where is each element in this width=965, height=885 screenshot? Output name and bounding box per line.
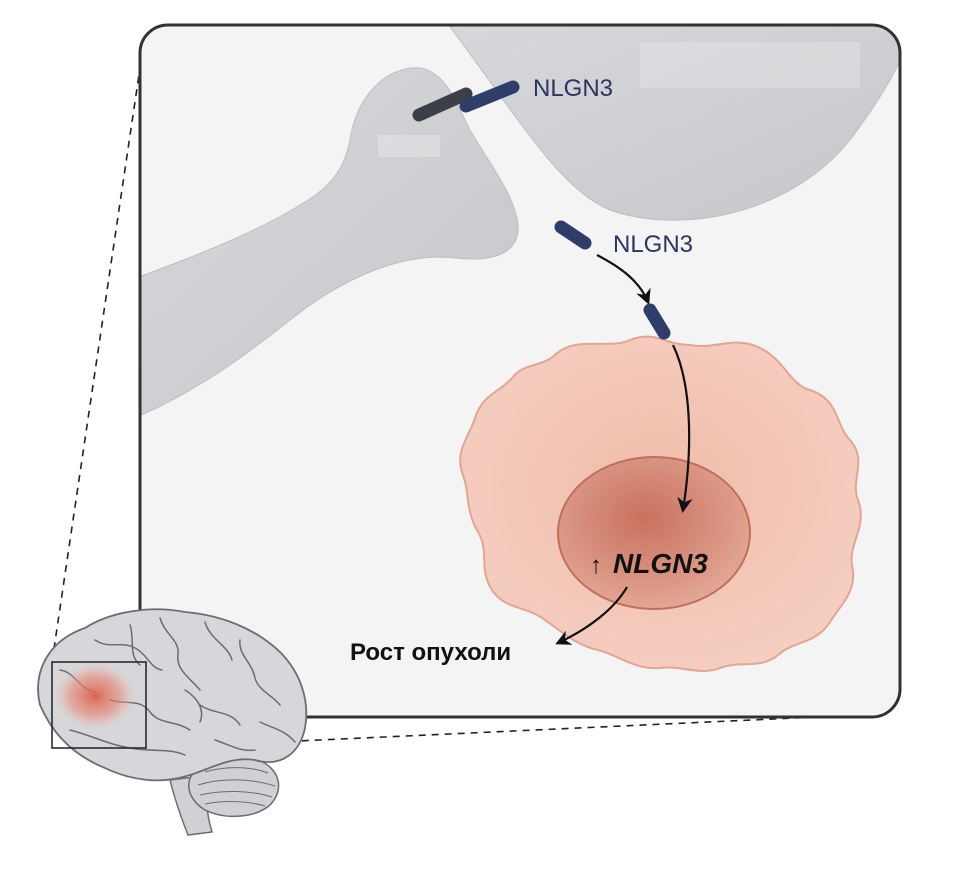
tumor-spot <box>53 662 137 730</box>
signal-arrow <box>672 344 693 514</box>
nucleus <box>557 456 751 610</box>
released-nlgn3: NLGN3 <box>554 220 693 305</box>
nlgn3-rod-entering <box>643 303 671 340</box>
bulb-highlight <box>640 42 860 88</box>
nlgn3-entering <box>643 303 693 514</box>
panel-border <box>138 23 902 719</box>
neurexin-rod <box>412 87 473 122</box>
glioma-cell: ↑ NLGN3 <box>459 335 862 672</box>
zoom-region-box <box>51 661 147 749</box>
nlgn3-bound-label: NLGN3 <box>533 75 613 102</box>
zoom-line-bottom <box>145 715 839 749</box>
spine-highlight <box>378 135 440 157</box>
tumor-growth-label: Рост опухоли <box>350 639 511 666</box>
growth-arrow <box>555 586 628 645</box>
tumor-growth-outcome: Рост опухоли <box>350 586 628 666</box>
bound-nlgn3-complex: NLGN3 <box>412 75 613 122</box>
nlgn3-rod-released <box>554 220 592 250</box>
zoom-guide-lines <box>51 67 839 749</box>
nlgn3-rod-bound <box>459 80 520 113</box>
brain-illustration <box>37 608 308 836</box>
upregulation-arrow-icon: ↑ <box>590 552 602 579</box>
nucleus-gene-label: NLGN3 <box>613 548 708 579</box>
cerebrum <box>37 608 308 782</box>
zoom-line-top <box>51 67 141 663</box>
release-arrow <box>596 254 651 305</box>
nlgn3-released-label: NLGN3 <box>613 231 693 258</box>
cerebellum <box>188 756 280 818</box>
